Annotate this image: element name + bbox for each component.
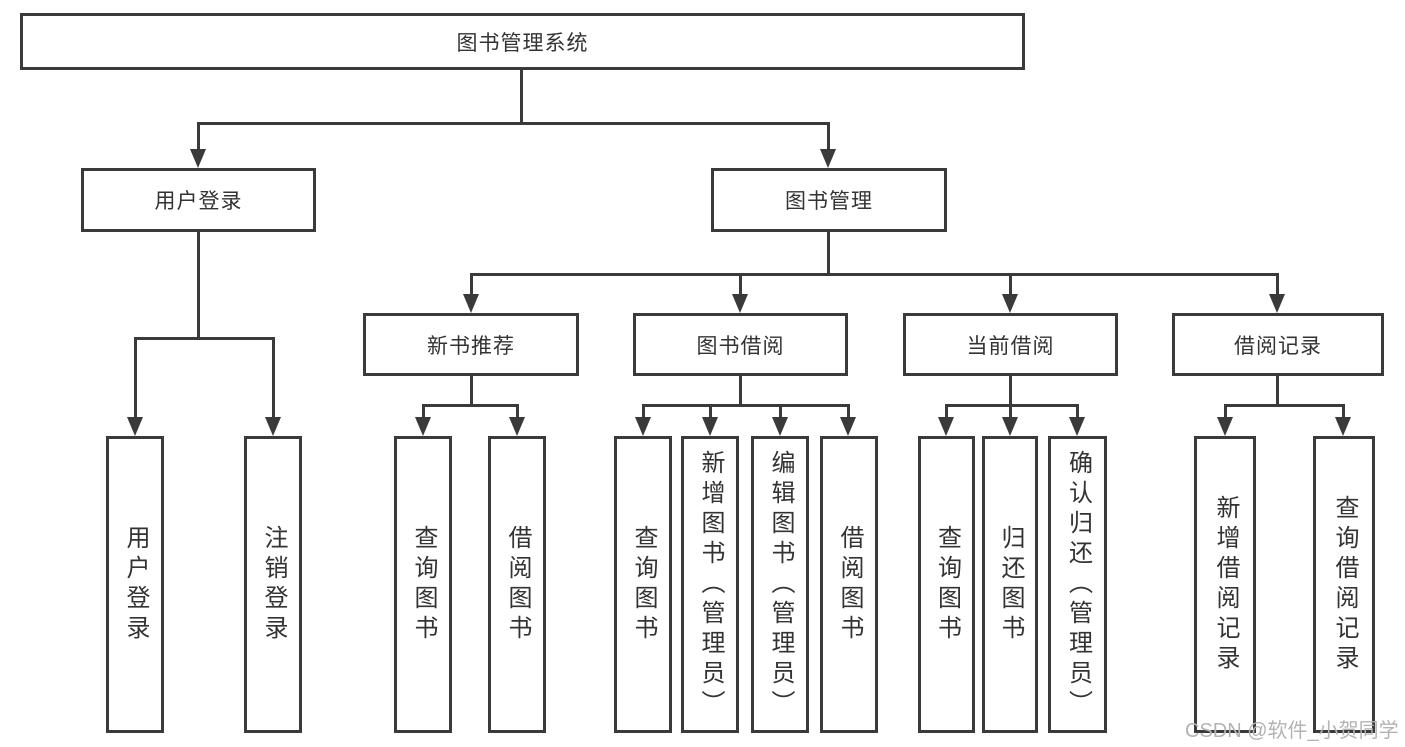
connector-line <box>1009 273 1012 297</box>
connector-line <box>422 404 425 420</box>
node-book-borrowing: 图书借阅 <box>633 313 848 376</box>
connector-line <box>1224 404 1227 420</box>
connector-line <box>422 404 519 407</box>
connector-line <box>134 337 275 340</box>
connector-arrowhead-icon <box>1217 417 1233 436</box>
connector-line <box>779 404 782 420</box>
connector-line <box>1224 404 1344 407</box>
leaf-query-books-recommend: 查询图书 <box>394 436 452 733</box>
connector-arrowhead-icon <box>190 149 206 168</box>
leaf-borrow-books: 借阅图书 <box>820 436 878 733</box>
node-label: 借阅图书 <box>504 524 531 645</box>
node-label: 查询图书 <box>630 524 657 645</box>
connector-line <box>134 337 137 420</box>
node-book-management: 图书管理 <box>711 168 947 232</box>
node-label: 图书借阅 <box>696 334 785 358</box>
node-label: 确认归还（管理员） <box>1064 449 1092 720</box>
node-label: 用户登录 <box>154 190 243 213</box>
node-label: 当前借阅 <box>966 334 1055 358</box>
connector-line <box>827 122 830 152</box>
node-label: 用户登录 <box>122 524 149 645</box>
connector-line <box>520 70 523 124</box>
connector-line <box>1276 273 1279 297</box>
connector-arrowhead-icon <box>840 417 856 436</box>
connector-line <box>197 232 200 337</box>
node-label: 归还图书 <box>997 524 1024 645</box>
connector-arrowhead-icon <box>1335 417 1351 436</box>
connector-line <box>1009 404 1012 420</box>
connector-line <box>847 404 850 420</box>
connector-arrowhead-icon <box>127 417 143 436</box>
connector-line <box>1342 404 1345 420</box>
connector-line <box>642 404 645 420</box>
node-label: 新书推荐 <box>427 334 515 358</box>
connector-line <box>197 122 200 152</box>
connector-line <box>272 337 275 420</box>
connector-arrowhead-icon <box>1269 294 1285 313</box>
node-label: 图书管理系统 <box>456 31 589 55</box>
node-label: 借阅记录 <box>1234 334 1322 358</box>
node-label: 新增借阅记录 <box>1212 494 1239 675</box>
connector-arrowhead-icon <box>1002 294 1018 313</box>
leaf-add-borrow-record: 新增借阅记录 <box>1194 436 1256 733</box>
connector-line <box>1009 376 1012 407</box>
connector-arrowhead-icon <box>820 149 836 168</box>
connector-arrowhead-icon <box>635 417 651 436</box>
node-label: 注销登录 <box>260 524 287 645</box>
leaf-user-login: 用户登录 <box>106 436 164 733</box>
connector-line <box>739 376 742 407</box>
connector-line <box>1276 376 1279 407</box>
connector-arrowhead-icon <box>265 417 281 436</box>
connector-arrowhead-icon <box>732 294 748 313</box>
connector-line <box>470 376 473 407</box>
leaf-confirm-return-admin: 确认归还（管理员） <box>1048 436 1107 733</box>
connector-arrowhead-icon <box>463 294 479 313</box>
leaf-add-books-admin: 新增图书（管理员） <box>681 436 739 733</box>
node-current-borrowing: 当前借阅 <box>903 313 1118 376</box>
leaf-query-borrow-record: 查询借阅记录 <box>1313 436 1375 733</box>
connector-line <box>739 273 742 297</box>
connector-arrowhead-icon <box>1002 417 1018 436</box>
node-label: 编辑图书（管理员） <box>767 449 794 720</box>
connector-line <box>945 404 948 420</box>
leaf-query-books-current: 查询图书 <box>918 436 975 733</box>
leaf-return-books: 归还图书 <box>982 436 1038 733</box>
leaf-edit-books-admin: 编辑图书（管理员） <box>751 436 809 733</box>
leaf-query-books-borrow: 查询图书 <box>614 436 672 733</box>
connector-line <box>827 232 830 273</box>
node-label: 图书管理 <box>785 190 873 213</box>
leaf-logout: 注销登录 <box>244 436 302 733</box>
connector-line <box>709 404 712 420</box>
connector-line <box>470 273 1279 276</box>
node-label: 查询借阅记录 <box>1331 494 1358 675</box>
csdn-watermark: CSDN @软件_小贺同学 <box>1185 720 1399 742</box>
node-label: 查询图书 <box>933 524 961 645</box>
leaf-borrow-books-recommend: 借阅图书 <box>488 436 546 733</box>
connector-arrowhead-icon <box>772 417 788 436</box>
node-label: 新增图书（管理员） <box>697 449 724 720</box>
connector-arrowhead-icon <box>509 417 525 436</box>
connector-line <box>642 404 849 407</box>
connector-line <box>1076 404 1079 420</box>
node-library-management-system: 图书管理系统 <box>20 13 1025 70</box>
node-user-login: 用户登录 <box>81 168 316 232</box>
connector-arrowhead-icon <box>1069 417 1085 436</box>
connector-line <box>516 404 519 420</box>
connector-line <box>197 122 830 125</box>
node-label: 借阅图书 <box>836 524 863 645</box>
node-label: 查询图书 <box>410 524 437 645</box>
connector-arrowhead-icon <box>702 417 718 436</box>
connector-arrowhead-icon <box>415 417 431 436</box>
node-new-book-recommendation: 新书推荐 <box>363 313 579 376</box>
connector-line <box>470 273 473 297</box>
connector-arrowhead-icon <box>938 417 954 436</box>
node-borrowing-records: 借阅记录 <box>1172 313 1384 376</box>
